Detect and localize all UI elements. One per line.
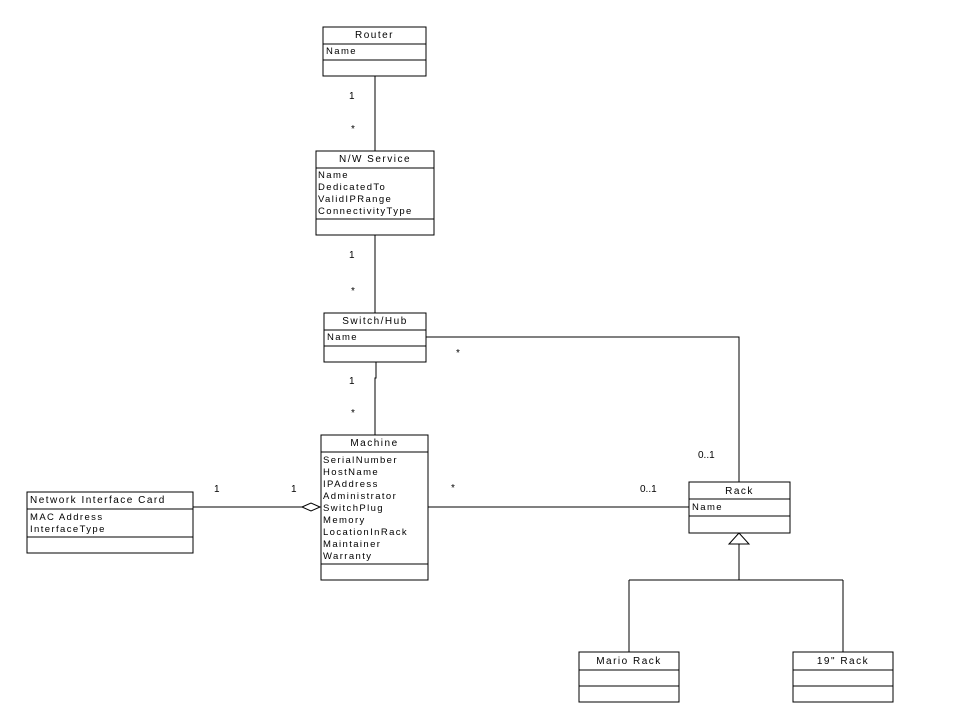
attribute: IPAddress bbox=[323, 479, 379, 490]
attribute: Name bbox=[327, 332, 358, 343]
attribute: InterfaceType bbox=[30, 524, 106, 535]
multiplicity-label: * bbox=[351, 408, 355, 419]
multiplicity-label: * bbox=[456, 348, 460, 359]
multiplicity-label: * bbox=[351, 124, 355, 135]
switch-rack-association bbox=[426, 336, 740, 482]
multiplicity-label: * bbox=[451, 483, 455, 494]
attribute: SerialNumber bbox=[323, 455, 398, 466]
class-mario-rack[interactable]: Mario Rack bbox=[578, 651, 680, 703]
attribute: Name bbox=[692, 502, 723, 513]
class-network-interface-card[interactable]: Network Interface Card MAC Address Inter… bbox=[26, 491, 194, 554]
class-nw-service[interactable]: N/W Service Name DedicatedTo ValidIPRang… bbox=[315, 150, 435, 236]
attribute: Warranty bbox=[323, 551, 372, 562]
class-router[interactable]: Router Name bbox=[322, 26, 427, 77]
class-rack[interactable]: Rack Name bbox=[688, 481, 791, 534]
class-name: N/W Service bbox=[339, 154, 411, 165]
class-name: Switch/Hub bbox=[342, 316, 408, 327]
class-name: Mario Rack bbox=[596, 656, 662, 667]
attribute: ConnectivityType bbox=[318, 206, 413, 217]
attribute: Memory bbox=[323, 515, 366, 526]
attribute: DedicatedTo bbox=[318, 182, 386, 193]
attribute: LocationInRack bbox=[323, 527, 408, 538]
multiplicity-label: 0..1 bbox=[640, 484, 657, 495]
multiplicity-label: 1 bbox=[349, 376, 355, 387]
class-name: Network Interface Card bbox=[30, 495, 166, 506]
class-machine[interactable]: Machine SerialNumber HostName IPAddress … bbox=[320, 434, 429, 581]
class-name: 19" Rack bbox=[817, 656, 869, 667]
attribute: MAC Address bbox=[30, 512, 103, 523]
class-name: Machine bbox=[350, 438, 398, 449]
attribute: Administrator bbox=[323, 491, 397, 502]
class-switch-hub[interactable]: Switch/Hub Name bbox=[323, 312, 427, 363]
attribute: Name bbox=[318, 170, 349, 181]
multiplicity-label: 1 bbox=[349, 250, 355, 261]
aggregation-diamond bbox=[300, 502, 322, 512]
attribute: SwitchPlug bbox=[323, 503, 384, 514]
multiplicity-label: 1 bbox=[214, 484, 220, 495]
attribute: Name bbox=[326, 46, 357, 57]
attribute: Maintainer bbox=[323, 539, 381, 550]
multiplicity-label: * bbox=[351, 286, 355, 297]
switch-machine-association bbox=[374, 362, 377, 435]
class-19-rack[interactable]: 19" Rack bbox=[792, 651, 894, 703]
attribute: HostName bbox=[323, 467, 379, 478]
multiplicity-label: 0..1 bbox=[698, 450, 715, 461]
class-name: Router bbox=[355, 30, 394, 41]
class-name: Rack bbox=[725, 486, 754, 497]
multiplicity-label: 1 bbox=[291, 484, 297, 495]
generalization-triangle bbox=[727, 532, 751, 545]
multiplicity-label: 1 bbox=[349, 91, 355, 102]
attribute: ValidIPRange bbox=[318, 194, 392, 205]
